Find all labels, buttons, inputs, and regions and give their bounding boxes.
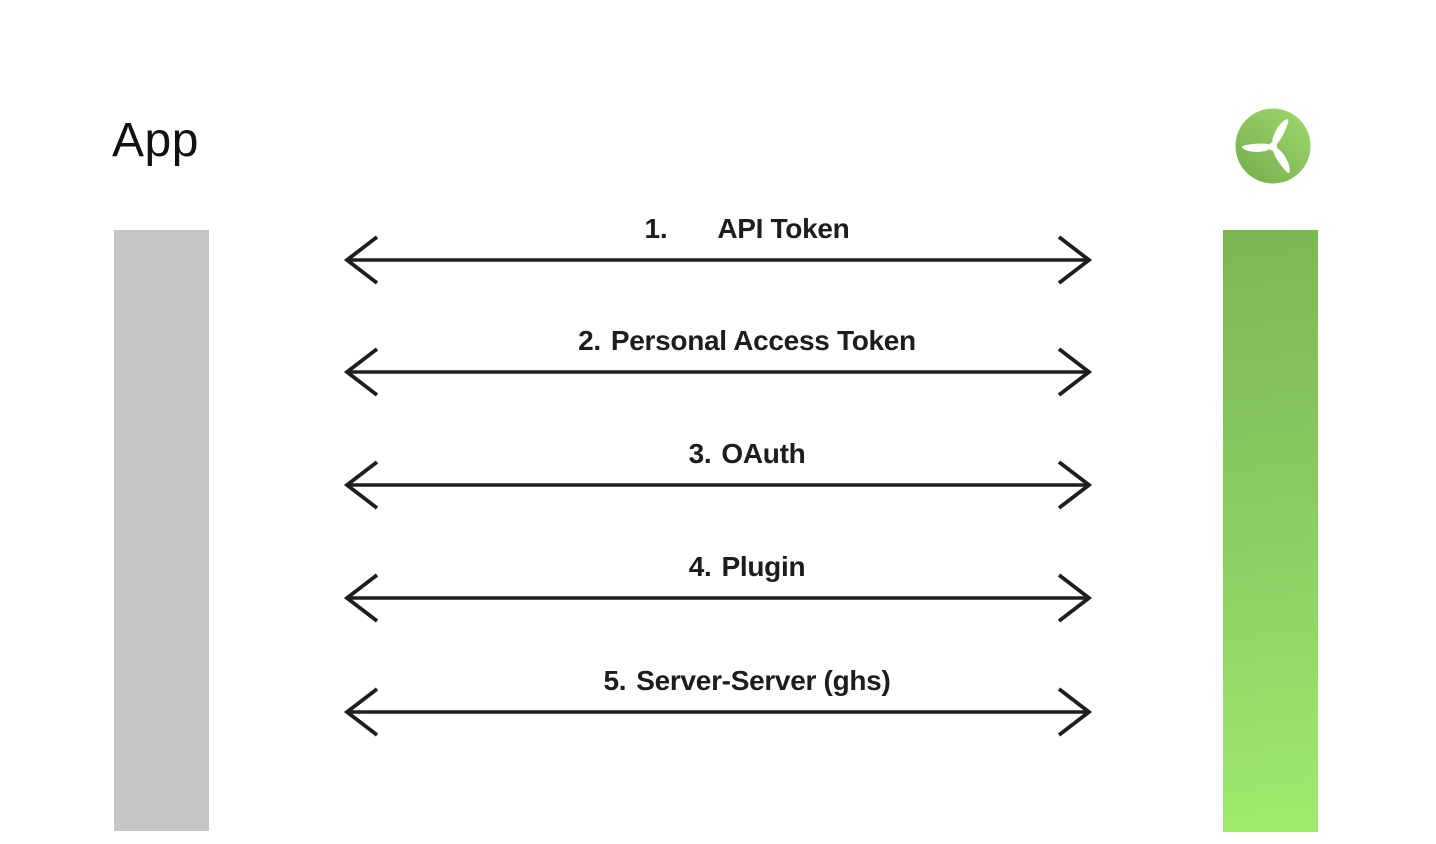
- connection-name: Plugin: [721, 551, 806, 582]
- connection-number: 1.: [644, 213, 668, 244]
- connection-label: 4. Plugin: [372, 553, 1122, 581]
- connection-name: Server-Server (ghs): [636, 665, 891, 696]
- connection-label: 2. Personal Access Token: [372, 327, 1122, 355]
- connection-name: API Token: [717, 213, 850, 244]
- connection-number: 2.: [578, 325, 601, 356]
- double-arrow: [343, 235, 1093, 285]
- connection-row-plugin: 4. Plugin: [343, 553, 1093, 623]
- connection-number: 3.: [688, 438, 712, 469]
- double-arrow: [343, 347, 1093, 397]
- connection-row-api-token: 1. API Token: [343, 215, 1093, 285]
- propeller-logo: [1234, 107, 1312, 185]
- connection-name: Personal Access Token: [610, 325, 916, 356]
- double-arrow: [343, 573, 1093, 623]
- service-column-bar: [1223, 230, 1318, 832]
- connection-label: 5. Server-Server (ghs): [372, 667, 1122, 695]
- page-title: App: [112, 114, 199, 167]
- connection-row-oauth: 3. OAuth: [343, 440, 1093, 510]
- propeller-icon: [1235, 108, 1311, 184]
- connection-number: 5.: [603, 665, 627, 696]
- connection-number: 4.: [688, 551, 712, 582]
- double-arrow: [343, 687, 1093, 737]
- double-arrow: [343, 460, 1093, 510]
- app-column-bar: [114, 230, 209, 831]
- connection-label: 1. API Token: [372, 215, 1122, 243]
- connection-row-personal-access-token: 2. Personal Access Token: [343, 327, 1093, 397]
- connection-name: OAuth: [721, 438, 806, 469]
- connection-row-server-server: 5. Server-Server (ghs): [343, 667, 1093, 737]
- connection-label: 3. OAuth: [372, 440, 1122, 468]
